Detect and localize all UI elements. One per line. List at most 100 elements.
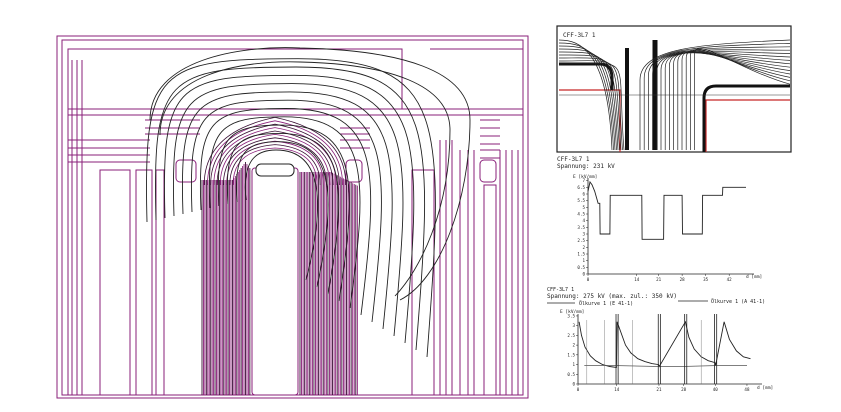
field-simulation-plot	[56, 35, 529, 399]
winding-arch	[219, 133, 331, 186]
y-tick-label: 7	[582, 178, 585, 183]
y-tick-label: 2.5	[567, 333, 575, 338]
core-cap	[255, 163, 295, 177]
x-tick-label: 42	[727, 277, 733, 282]
plot-field-line	[558, 57, 622, 151]
y-tick-label: 6	[582, 192, 585, 197]
y-tick-label: 4	[582, 218, 585, 223]
plot-field-line	[673, 52, 791, 150]
electrode-right	[702, 84, 790, 152]
angle-ring	[175, 159, 197, 183]
field-line	[191, 99, 382, 323]
plot-field-line	[681, 51, 791, 150]
chart-upper-xlabel: d [mm]	[746, 274, 762, 280]
chart-upper-header-2: Spannung: 231 kV	[557, 163, 615, 170]
y-tick-label: 6.5	[577, 185, 585, 190]
x-tick-label: 35	[703, 277, 709, 282]
field-line	[217, 124, 350, 302]
field-line	[235, 141, 329, 288]
field-line	[164, 74, 415, 344]
x-tick-label: 21	[656, 277, 662, 282]
field-line	[226, 132, 340, 295]
field-line	[146, 58, 436, 358]
y-tick-label: 5.5	[577, 198, 585, 203]
field-line	[155, 66, 426, 351]
top-field-plot-frame	[556, 25, 792, 153]
y-tick-label: 1	[582, 258, 585, 263]
winding-arch	[226, 140, 324, 186]
field-line-outer	[159, 61, 451, 297]
field-lines	[146, 47, 471, 358]
winding-arch	[207, 120, 343, 186]
chart-lower-header-1: CFF-3L7 1	[547, 287, 574, 293]
plot-field-line	[656, 50, 791, 150]
x-tick-label: 14	[634, 277, 640, 282]
field-strength-chart-lower: CFF-3L7 1 Spannung: 275 kV (max. zul.: 3…	[547, 287, 773, 392]
chart-lower-series	[578, 314, 751, 384]
x-tick-label: 40	[713, 387, 719, 392]
top-field-plot-label: CFF-3L7 1	[563, 32, 596, 39]
y-tick-label: 1	[572, 362, 575, 367]
field-line	[244, 149, 318, 281]
x-tick-label: 14	[614, 387, 620, 392]
series-line	[584, 365, 747, 367]
winding-arch	[216, 130, 334, 186]
top-field-plot-content	[558, 39, 791, 152]
winding-arch	[223, 137, 327, 186]
electrode-outline-right	[705, 99, 790, 152]
y-tick-label: 3.5	[567, 313, 575, 318]
plot-field-line	[639, 39, 791, 150]
insulation-structure	[56, 35, 529, 399]
pressboard-column	[483, 184, 497, 396]
y-tick-label: 5	[582, 205, 585, 210]
winding-arch	[232, 147, 318, 186]
y-tick-label: 2	[582, 245, 585, 250]
x-tick-label: 0	[587, 277, 590, 282]
x-tick-label: 48	[744, 387, 750, 392]
plot-field-line	[660, 51, 791, 150]
plot-field-line	[558, 48, 617, 151]
plot-field-line	[685, 50, 791, 150]
y-tick-label: 4.5	[577, 212, 585, 217]
x-tick-label: 21	[656, 387, 662, 392]
plot-field-line	[558, 62, 625, 151]
field-line	[199, 108, 372, 316]
y-tick-label: 3.5	[577, 225, 585, 230]
electrode-outline-left	[559, 89, 621, 152]
field-line	[182, 91, 393, 330]
angle-ring	[345, 159, 363, 183]
winding-arch	[210, 123, 340, 186]
chart-upper-header-1: CFF-3L7 1	[557, 156, 590, 163]
plot-field-line	[558, 42, 614, 151]
x-tick-label: 28	[681, 387, 687, 392]
y-tick-label: 3	[582, 232, 585, 237]
angle-ring	[479, 159, 497, 183]
pressboard-column	[155, 169, 165, 396]
winding-arch	[229, 144, 321, 186]
plot-field-line	[558, 39, 613, 151]
plot-field-line	[652, 49, 791, 150]
y-tick-label: 0	[572, 382, 575, 387]
field-strength-chart-upper: CFF-3L7 1 Spannung: 231 kV E [kV/mm] d […	[557, 156, 762, 282]
y-tick-label: 3	[572, 323, 575, 328]
series-line	[578, 320, 751, 369]
plot-field-line	[694, 48, 791, 150]
y-tick-label: 0	[582, 272, 585, 277]
chart-lower-header-2: Spannung: 275 kV (max. zul.: 350 kV)	[547, 293, 677, 300]
top-field-plot: CFF-3L7 1	[556, 25, 792, 153]
field-line-outer	[149, 47, 471, 301]
pressboard-column	[135, 169, 153, 396]
winding-conductors	[201, 116, 358, 396]
plot-field-line	[648, 46, 791, 150]
plot-field-line	[558, 60, 623, 151]
chart-lower-xlabel: d [mm]	[757, 385, 773, 391]
winding-arch	[203, 116, 347, 186]
field-line	[208, 116, 361, 309]
legend-right-label: Ölkurve 1 (A 41-1)	[711, 298, 765, 305]
outer-frame	[56, 35, 529, 399]
core-gap	[251, 167, 299, 396]
plot-field-line	[690, 49, 791, 150]
y-tick-label: 1.5	[577, 252, 585, 257]
series-line	[587, 180, 746, 240]
